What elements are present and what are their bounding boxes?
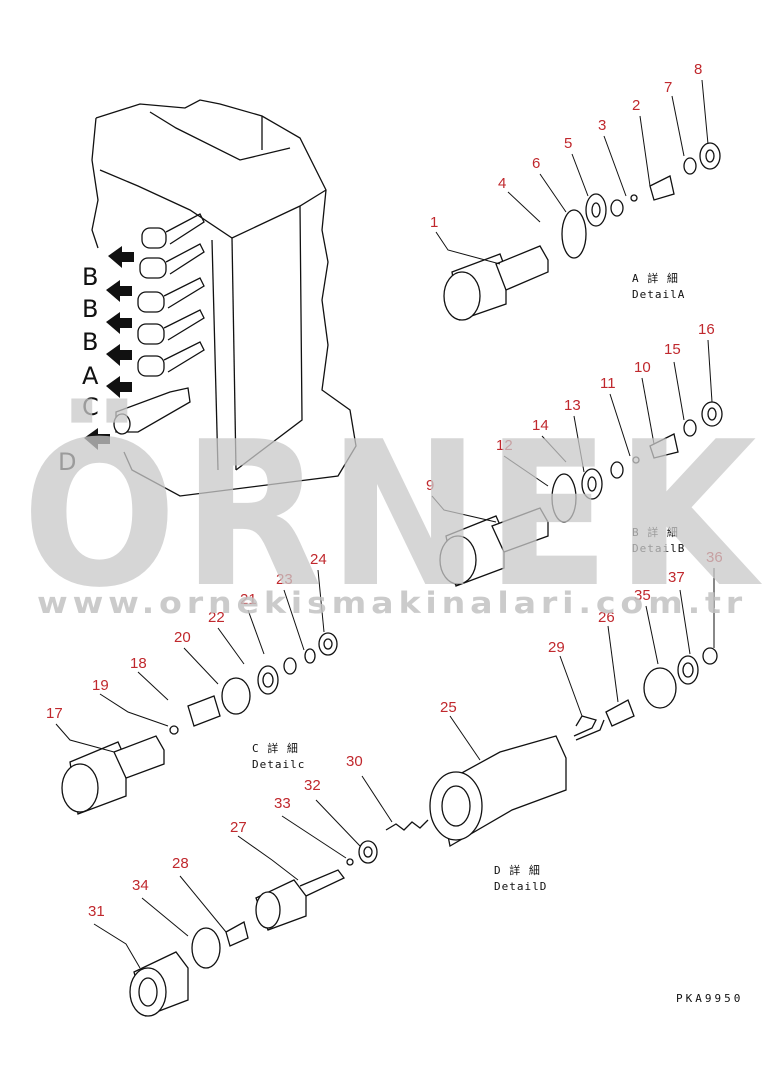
callout-14: 14 xyxy=(532,417,549,434)
callout-23: 23 xyxy=(276,571,293,588)
watermark-text: ÖRNEK xyxy=(22,398,763,632)
detail-d-parts xyxy=(129,647,718,1017)
callout-35: 35 xyxy=(634,587,651,604)
callout-16: 16 xyxy=(698,321,715,338)
callout-27: 27 xyxy=(230,819,247,836)
callout-2: 2 xyxy=(632,97,640,114)
detail-c-parts xyxy=(61,632,338,815)
callout-15: 15 xyxy=(664,341,681,358)
detail-labels: A 詳 細 DetailA B 詳 細 DetailB C 詳 細 Detail… xyxy=(252,271,685,893)
callout-32: 32 xyxy=(304,777,321,794)
callout-34: 34 xyxy=(132,877,149,894)
watermark: ÖRNEK www.ornekismakinalari.com.tr xyxy=(22,398,763,632)
callout-13: 13 xyxy=(564,397,581,414)
detail-b-parts xyxy=(439,401,723,587)
arrow-icon xyxy=(84,428,110,450)
detail-b-jp: B 詳 細 xyxy=(632,525,679,539)
callout-21: 21 xyxy=(240,591,257,608)
callout-36: 36 xyxy=(706,549,723,566)
callout-28: 28 xyxy=(172,855,189,872)
detail-c-jp: C 詳 細 xyxy=(252,741,299,755)
drawing-code: PKA9950 xyxy=(676,992,743,1005)
detail-a-en: DetailA xyxy=(632,288,685,301)
callout-33: 33 xyxy=(274,795,291,812)
callout-10: 10 xyxy=(634,359,651,376)
callout-4: 4 xyxy=(498,175,506,192)
view-letter-5: C xyxy=(82,393,99,421)
callout-1: 1 xyxy=(430,214,438,231)
callout-8: 8 xyxy=(694,61,702,78)
callout-18: 18 xyxy=(130,655,147,672)
callout-7: 7 xyxy=(664,79,672,96)
spool-stack xyxy=(113,213,205,435)
callout-11: 11 xyxy=(600,375,616,392)
arrow-icon xyxy=(106,376,132,398)
callout-12: 12 xyxy=(496,437,513,454)
callout-3: 3 xyxy=(598,117,606,134)
callout-30: 30 xyxy=(346,753,363,770)
arrow-icon xyxy=(106,312,132,334)
callout-5: 5 xyxy=(564,135,572,152)
view-letter-4: A xyxy=(82,362,99,390)
leader-lines xyxy=(55,79,715,969)
callout-22: 22 xyxy=(208,609,225,626)
view-letter-3: B xyxy=(82,328,98,356)
detail-d-jp: D 詳 細 xyxy=(494,863,541,877)
arrow-icon xyxy=(108,246,134,268)
callout-37: 37 xyxy=(668,569,685,586)
arrow-icon xyxy=(106,344,132,366)
view-letter-6: D xyxy=(58,448,76,476)
callout-24: 24 xyxy=(310,551,327,568)
callout-6: 6 xyxy=(532,155,540,172)
callout-19: 19 xyxy=(92,677,109,694)
view-letter-1: B xyxy=(82,263,98,291)
callout-29: 29 xyxy=(548,639,565,656)
callout-9: 9 xyxy=(426,477,434,494)
detail-a-jp: A 詳 細 xyxy=(632,271,679,285)
callouts: 1 2 3 4 5 6 7 8 9 10 11 12 13 14 15 16 1… xyxy=(46,61,723,920)
callout-17: 17 xyxy=(46,705,63,722)
callout-20: 20 xyxy=(174,629,191,646)
control-valve-assembly: B B B A C D xyxy=(58,99,357,497)
view-arrows xyxy=(84,246,134,450)
detail-c-en: Detailc xyxy=(252,758,305,771)
detail-d-en: DetailD xyxy=(494,880,547,893)
callout-26: 26 xyxy=(598,609,615,626)
callout-31: 31 xyxy=(88,903,105,920)
detail-b-en: DetailB xyxy=(632,542,685,555)
detail-a-parts xyxy=(443,142,721,321)
view-letter-2: B xyxy=(82,295,98,323)
arrow-icon xyxy=(106,280,132,302)
callout-25: 25 xyxy=(440,699,457,716)
watermark-url: www.ornekismakinalari.com.tr xyxy=(37,586,747,620)
